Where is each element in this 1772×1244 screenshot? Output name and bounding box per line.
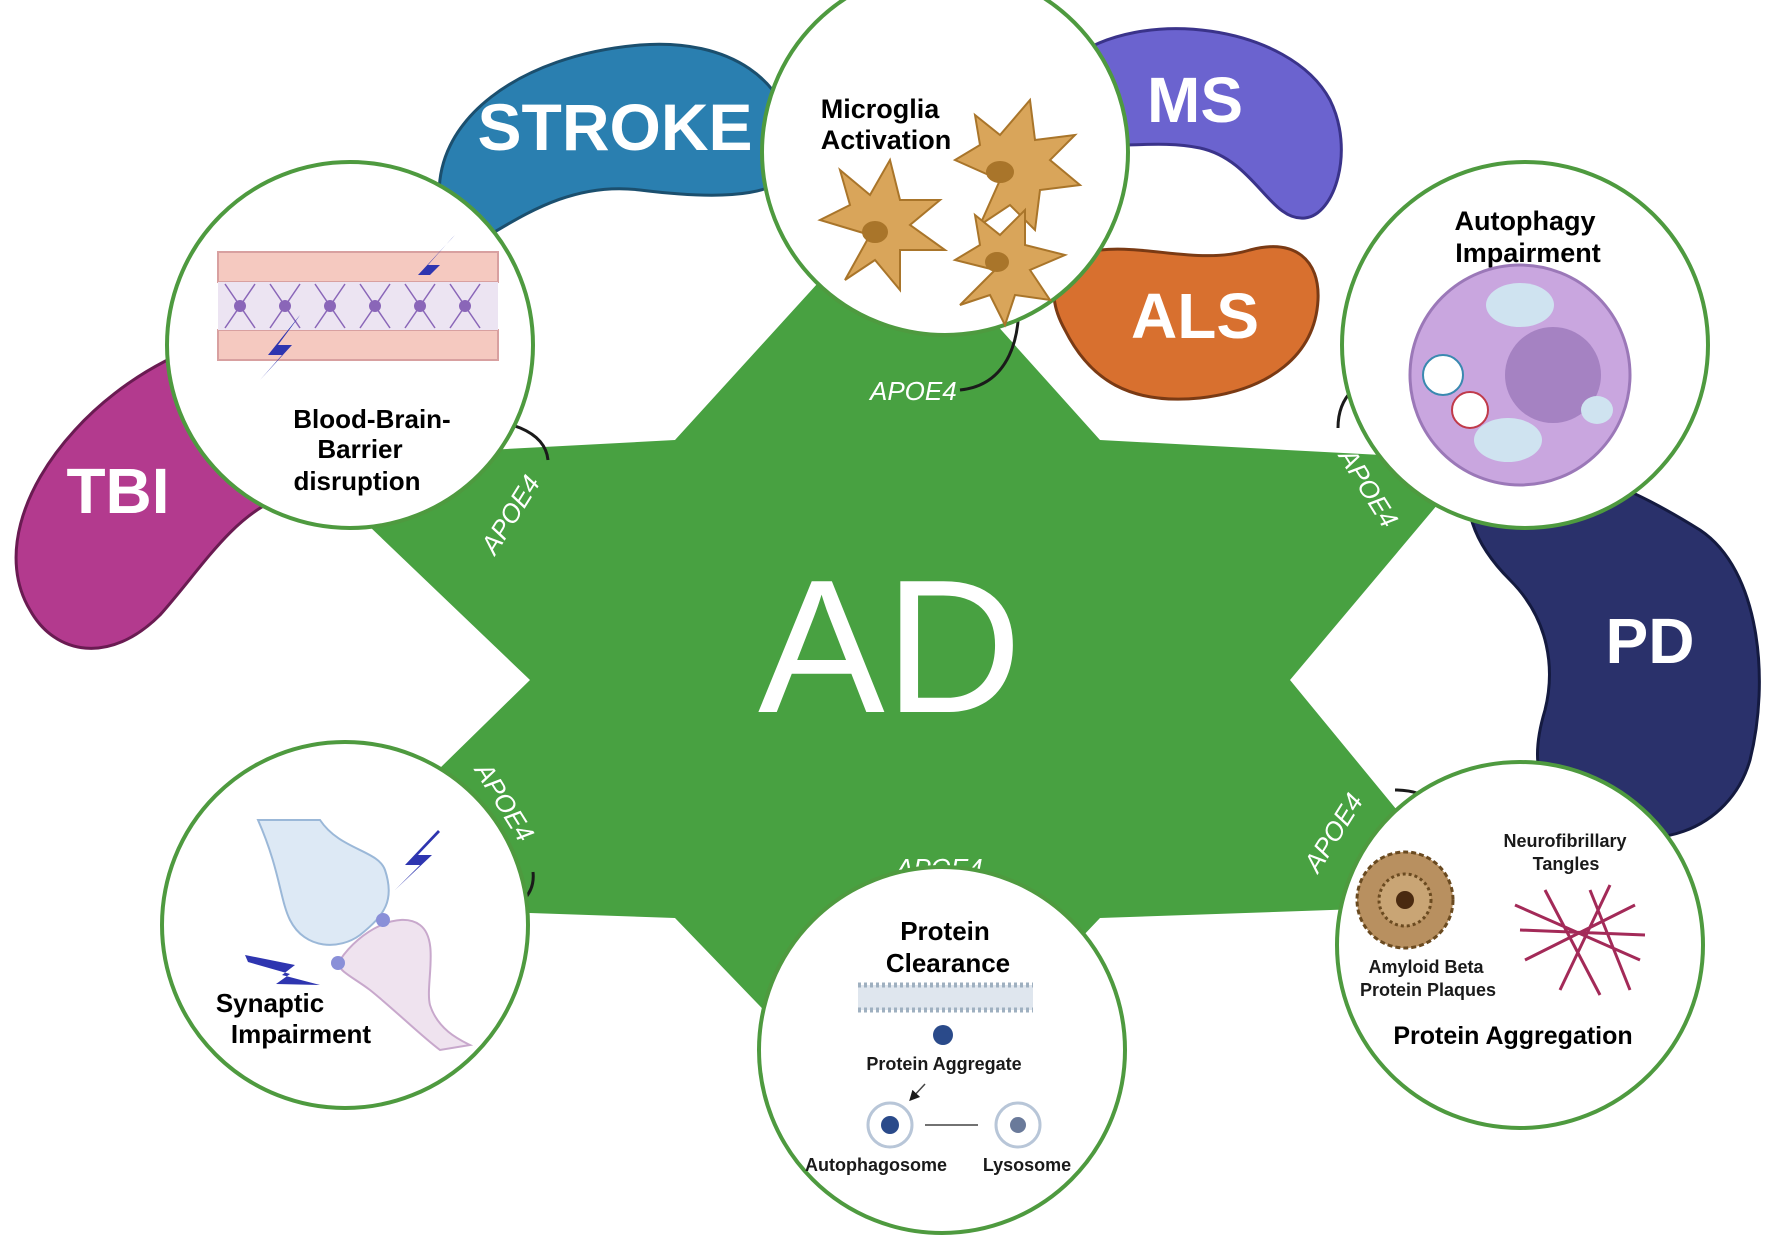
cell-icon [1408,263,1632,487]
clearance-title-line2: Clearance [886,948,1010,978]
tangle-icon [1514,884,1646,996]
lightning-icon [260,235,455,380]
lightning-icon [245,830,440,985]
aggregation-nft-line1: Neurofibrillary [1503,831,1626,851]
clearance-autophagosome-label: Autophagosome [805,1155,947,1175]
aggregation-abeta-line2: Protein Plaques [1360,980,1496,1000]
node-bbb-disruption: Blood-Brain- Barrier disruption [165,160,535,530]
tbi-label: TBI [66,455,169,527]
pd-label: PD [1606,605,1695,677]
blood-vessel-icon [217,251,499,361]
clearance-small-arrow-1 [909,1083,926,1102]
protein-aggregate-icon [933,1025,953,1045]
microglia-cell-icon [817,97,1083,328]
bbb-title-line3: disruption [293,466,420,496]
bbb-title-line2: Barrier [317,434,402,464]
node-synaptic-impairment: Synaptic Impairment [160,740,530,1110]
aggregation-title: Protein Aggregation [1393,1022,1632,1050]
disease-stroke: STROKE [437,42,797,248]
synaptic-title-line2: Impairment [231,1019,371,1049]
node-autophagy-impairment: Autophagy Impairment [1340,160,1710,530]
aggregation-abeta-line1: Amyloid Beta [1368,957,1484,977]
ad-star [300,205,1475,1140]
node-protein-clearance: Protein Clearance Protein Aggregate Auto… [757,865,1127,1235]
node-microglia-activation: Microglia Activation [760,0,1130,337]
autophagy-title-line1: Autophagy [1455,206,1596,236]
disease-als: ALS [1052,245,1320,401]
ad-label: AD [758,541,1022,753]
ms-label: MS [1147,64,1243,136]
als-label: ALS [1131,280,1259,352]
clearance-title-line1: Protein [900,916,990,946]
apoe4-label-microglia: APOE4 [868,376,957,406]
node-protein-aggregation: Neurofibrillary Tangles Amyloid Beta Pro… [1335,760,1705,1130]
synaptic-title-line1: Synaptic [216,988,324,1018]
synapse-icon [256,819,474,1052]
microglia-title-line2: Activation [821,125,952,155]
membrane-icon [858,982,1033,1013]
aggregation-nft-line2: Tangles [1533,854,1600,874]
stroke-label: STROKE [477,90,752,164]
bbb-title-line1: Blood-Brain- [293,404,450,434]
clearance-lysosome-label: Lysosome [983,1155,1071,1175]
clearance-aggregate-label: Protein Aggregate [866,1054,1021,1074]
autophagy-title-line2: Impairment [1455,238,1601,268]
microglia-title-line1: Microglia [821,94,941,124]
plaque-icon [1355,850,1455,950]
